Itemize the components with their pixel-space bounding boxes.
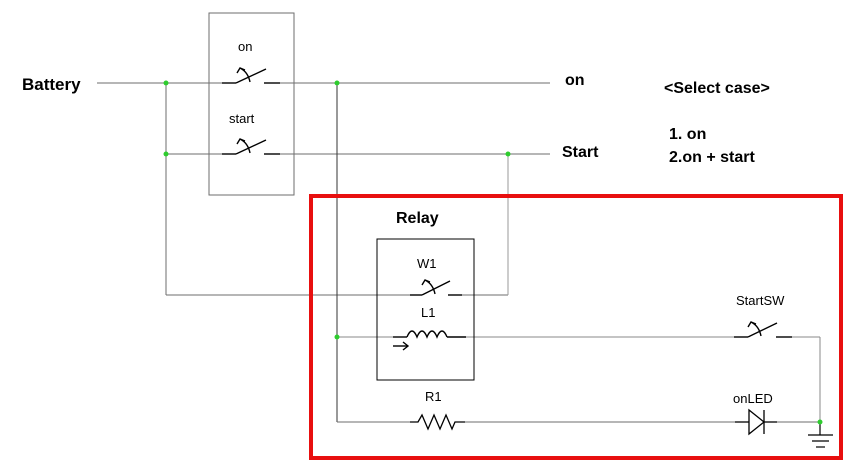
switch-w1-symbol [410, 279, 462, 296]
label-switch-start: start [229, 111, 255, 126]
label-onled: onLED [733, 391, 773, 406]
select-case-item-1: 1. on [669, 126, 707, 143]
label-l1: L1 [421, 305, 436, 320]
diode-onled-symbol [735, 408, 777, 436]
node-on-split [334, 80, 340, 86]
label-w1: W1 [417, 256, 437, 271]
select-case-item-2: 2.on + start [669, 149, 755, 166]
resistor-r1-symbol [410, 413, 465, 431]
node-start-split [505, 151, 511, 157]
relay-box [376, 238, 475, 381]
node-l1-left [334, 334, 340, 340]
highlight-box [309, 194, 843, 460]
inductor-l1-symbol [393, 330, 466, 351]
switch-startsw-symbol [734, 321, 792, 338]
label-startsw: StartSW [736, 293, 785, 308]
select-case-title: <Select case> [664, 80, 770, 97]
label-r1: R1 [425, 389, 442, 404]
label-relay: Relay [396, 210, 439, 227]
label-on-output: on [565, 72, 585, 89]
node-battery-top [163, 80, 169, 86]
node-battery-start [163, 151, 169, 157]
label-battery: Battery [22, 75, 81, 94]
label-switch-on: on [238, 39, 253, 54]
switch-module-box [208, 12, 295, 196]
switch-on-symbol [222, 67, 280, 84]
switch-start-symbol [222, 138, 280, 155]
label-start-output: Start [562, 144, 599, 161]
node-ground [817, 419, 823, 425]
ground-symbol [808, 422, 833, 448]
junction-nodes [163, 80, 823, 425]
